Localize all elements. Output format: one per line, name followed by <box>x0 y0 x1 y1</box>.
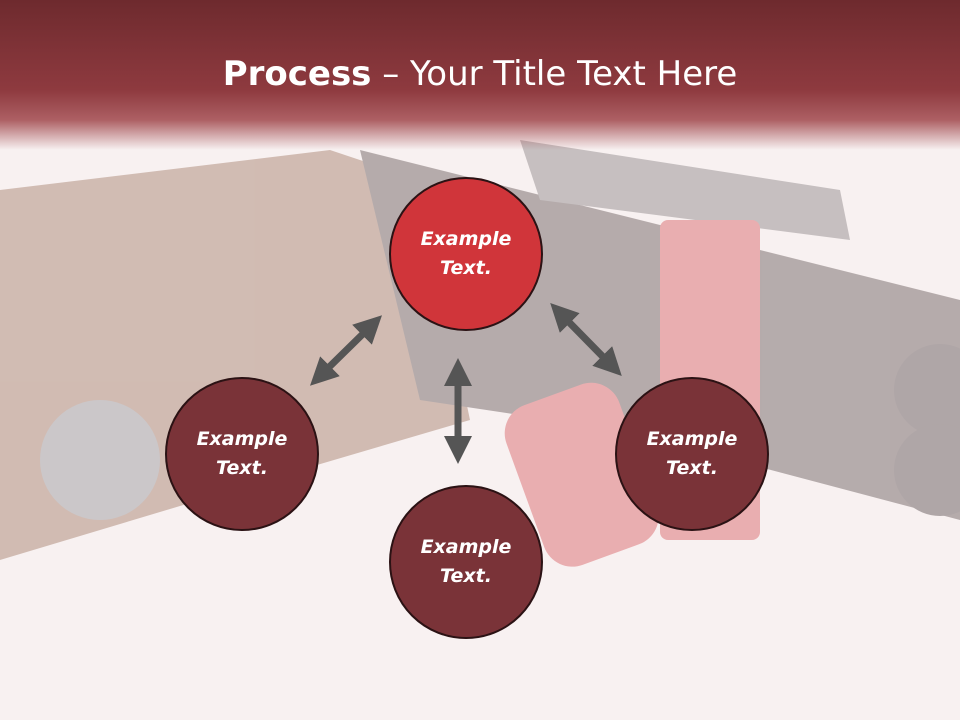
node-bottom-line1: Example <box>420 536 512 558</box>
node-left-line2: Text. <box>216 457 268 479</box>
slide-title: Process – Your Title Text Here <box>0 52 960 96</box>
node-right-line1: Example <box>646 428 738 450</box>
node-top-line2: Text. <box>440 257 492 279</box>
title-rest: – Your Title Text Here <box>371 54 738 94</box>
node-left-line1: Example <box>196 428 288 450</box>
title-bold: Process <box>222 54 372 94</box>
node-right-line2: Text. <box>666 457 718 479</box>
node-top-line1: Example <box>420 228 512 250</box>
node-bottom-line2: Text. <box>440 565 492 587</box>
title-bar <box>0 0 960 150</box>
